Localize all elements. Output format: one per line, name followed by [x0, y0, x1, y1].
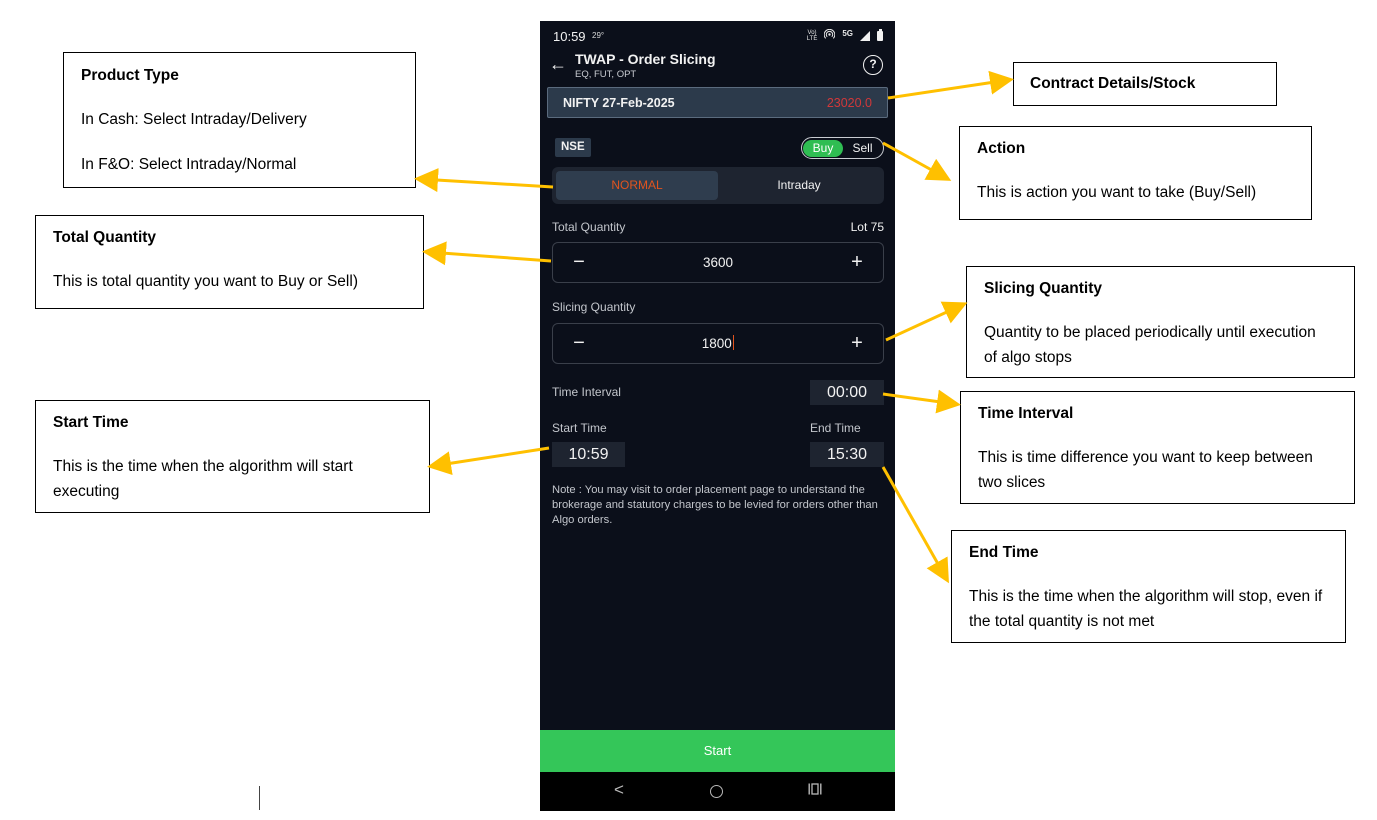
time-interval-label: Time Interval — [552, 385, 621, 399]
buy-option[interactable]: Buy — [803, 139, 843, 157]
annotation-title: Time Interval — [978, 405, 1074, 422]
nav-home-icon[interactable] — [710, 785, 723, 798]
nav-back-icon[interactable]: < — [614, 780, 624, 799]
annotation-time-interval: Time Interval This is time difference yo… — [960, 391, 1355, 504]
phone-screen: 10:59 29° Vo)LTE 5G ← TWAP - Order Slici… — [540, 21, 895, 811]
app-header: ← TWAP - Order Slicing EQ, FUT, OPT ? — [540, 49, 895, 83]
text-caret — [732, 334, 735, 350]
status-bar: 10:59 29° Vo)LTE 5G — [540, 21, 895, 49]
status-time: 10:59 — [553, 29, 586, 44]
annotation-title: Contract Details/Stock — [1030, 75, 1196, 92]
contract-name: NIFTY 27-Feb-2025 — [563, 95, 675, 110]
annotation-text: This is the time when the algorithm will… — [969, 588, 1323, 630]
annotation-action: Action This is action you want to take (… — [959, 126, 1312, 220]
total-quantity-stepper: − 3600 + — [552, 242, 884, 283]
slicing-quantity-input[interactable]: 1800 — [701, 334, 735, 353]
annotation-contract: Contract Details/Stock — [1013, 62, 1277, 106]
total-quantity-increment-button[interactable]: + — [851, 251, 863, 273]
total-quantity-label: Total Quantity — [552, 220, 626, 234]
start-button[interactable]: Start — [540, 730, 895, 772]
end-time-label: End Time — [810, 421, 861, 435]
annotation-title: Slicing Quantity — [984, 280, 1102, 297]
product-option-intraday[interactable]: Intraday — [777, 178, 821, 192]
annotation-end-time: End Time This is the time when the algor… — [951, 530, 1346, 643]
annotation-title: Product Type — [81, 67, 179, 84]
arrow-total-quantity — [422, 241, 552, 266]
annotation-title: Total Quantity — [53, 229, 157, 246]
arrow-slicing-quantity — [885, 301, 968, 342]
annotation-start-time: Start Time This is the time when the alg… — [35, 400, 430, 513]
status-icons: Vo)LTE 5G — [806, 28, 883, 42]
battery-icon — [877, 28, 883, 41]
start-time-input[interactable]: 10:59 — [552, 442, 625, 467]
arrow-start-time — [427, 446, 550, 476]
exchange-badge: NSE — [555, 138, 591, 157]
signal-icon — [860, 30, 870, 41]
slicing-quantity-value: 1800 — [701, 335, 732, 351]
hotspot-icon — [824, 28, 836, 42]
annotation-text: This is total quantity you want to Buy o… — [53, 273, 358, 290]
text-cursor — [259, 786, 260, 810]
lot-size-label: Lot 75 — [850, 220, 884, 234]
annotation-slicing-quantity: Slicing Quantity Quantity to be placed p… — [966, 266, 1355, 378]
volte-icon: Vo)LTE — [806, 29, 818, 42]
sell-option[interactable]: Sell — [852, 141, 873, 155]
network-type: 5G — [842, 29, 853, 38]
contract-price: 23020.0 — [826, 95, 872, 110]
page-subtitle: EQ, FUT, OPT — [575, 69, 637, 80]
total-quantity-decrement-button[interactable]: − — [573, 251, 585, 273]
time-interval-input[interactable]: 00:00 — [810, 380, 884, 405]
slicing-quantity-decrement-button[interactable]: − — [573, 332, 585, 354]
annotation-text: This is the time when the algorithm will… — [53, 458, 353, 500]
annotation-title: Action — [977, 140, 1026, 157]
nav-recents-icon[interactable] — [808, 783, 822, 798]
end-time-input[interactable]: 15:30 — [810, 442, 884, 467]
product-type-selector: NORMAL Intraday — [552, 167, 884, 204]
buy-sell-toggle[interactable]: Buy Sell — [801, 137, 884, 159]
annotation-total-quantity: Total Quantity This is total quantity yo… — [35, 215, 424, 309]
arrow-product-type — [414, 168, 554, 193]
annotation-text: This is action you want to take (Buy/Sel… — [977, 184, 1257, 201]
annotation-text: Quantity to be placed periodically until… — [984, 324, 1316, 366]
slicing-quantity-label: Slicing Quantity — [552, 300, 636, 314]
charges-note: Note : You may visit to order placement … — [552, 484, 878, 526]
android-nav-bar: < — [540, 772, 895, 811]
help-icon[interactable]: ? — [863, 55, 883, 75]
start-time-label: Start Time — [552, 421, 607, 435]
slicing-quantity-stepper: − 1800 + — [552, 323, 884, 364]
annotation-text: This is time difference you want to keep… — [978, 449, 1313, 491]
arrow-contract — [887, 70, 1014, 100]
annotation-text: In F&O: Select Intraday/Normal — [81, 156, 297, 173]
annotation-product-type: Product Type In Cash: Select Intraday/De… — [63, 52, 416, 188]
slicing-quantity-increment-button[interactable]: + — [851, 332, 863, 354]
annotation-title: Start Time — [53, 414, 129, 431]
product-option-normal[interactable]: NORMAL — [556, 171, 718, 200]
contract-selector[interactable]: NIFTY 27-Feb-2025 23020.0 — [547, 87, 888, 118]
total-quantity-input[interactable]: 3600 — [702, 255, 734, 270]
page-title: TWAP - Order Slicing — [575, 51, 716, 67]
annotation-text: In Cash: Select Intraday/Delivery — [81, 111, 307, 128]
annotation-title: End Time — [969, 544, 1039, 561]
back-arrow-icon[interactable]: ← — [549, 54, 567, 74]
status-temperature: 29° — [592, 31, 605, 40]
